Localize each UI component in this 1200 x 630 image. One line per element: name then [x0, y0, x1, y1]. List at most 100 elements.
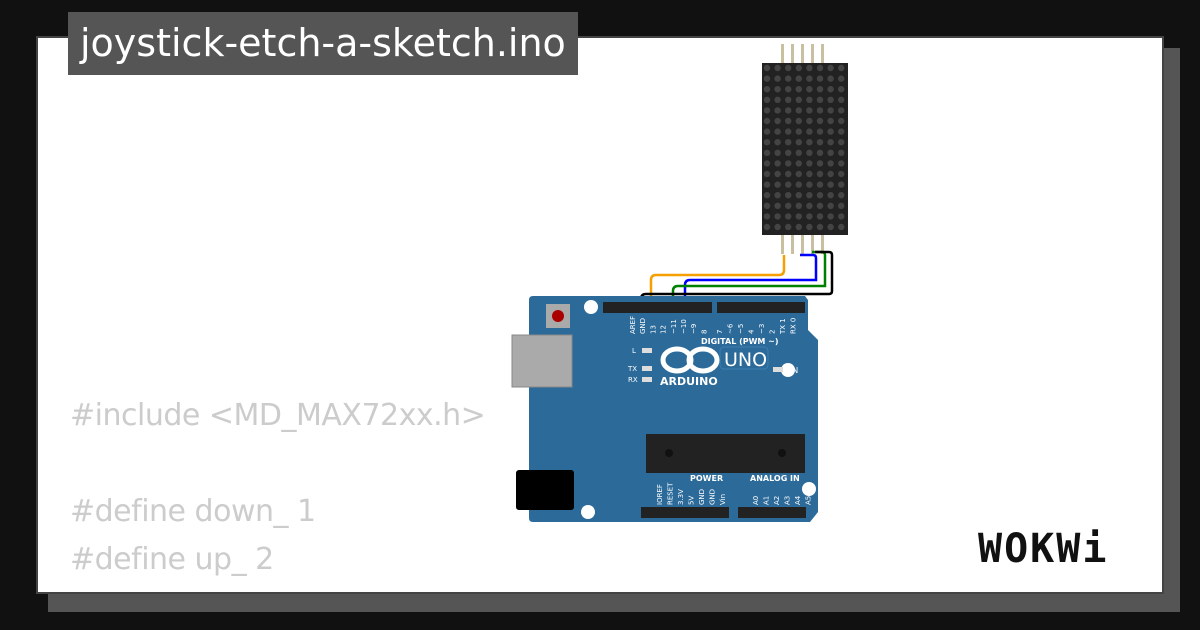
board-model: UNO [724, 349, 767, 371]
matrix-led [774, 192, 781, 199]
matrix-led [785, 96, 792, 104]
matrix-pins [781, 44, 824, 254]
matrix-led [763, 107, 771, 114]
power-pin-label: 5V [688, 496, 696, 505]
matrix-led [763, 149, 771, 156]
matrix-pin[interactable] [791, 234, 794, 254]
matrix-led [806, 202, 813, 209]
matrix-led [763, 96, 771, 104]
matrix-led [838, 181, 845, 188]
matrix-led [806, 139, 813, 146]
matrix-led [785, 75, 792, 82]
wire-blue[interactable] [683, 253, 818, 306]
matrix-led [795, 170, 802, 178]
matrix-led [827, 192, 834, 199]
power-label: POWER [690, 474, 723, 483]
matrix-led [816, 202, 824, 209]
led-label: RX [628, 376, 638, 384]
matrix-pin[interactable] [821, 44, 824, 64]
on-label: ON [786, 366, 798, 375]
analog-pin-label: A3 [784, 496, 792, 505]
matrix-led [763, 64, 771, 72]
matrix-led [827, 107, 834, 114]
matrix-led [795, 192, 802, 199]
matrix-led [774, 128, 781, 135]
project-title: joystick-etch-a-sketch.ino [68, 12, 578, 75]
matrix-led [763, 139, 771, 146]
matrix-pin[interactable] [811, 234, 814, 254]
code-line: #define MAX_DEVICES 2 [70, 584, 485, 592]
matrix-led [838, 213, 845, 220]
matrix-led [774, 181, 781, 188]
matrix-led [816, 149, 824, 156]
matrix-led [795, 213, 802, 220]
wire-orange[interactable] [649, 255, 786, 306]
matrix-led [785, 181, 792, 188]
digital-pin-label: 7 [716, 330, 724, 334]
digital-pin-label: ~9 [690, 324, 698, 334]
matrix-led [816, 181, 824, 188]
matrix-led [774, 96, 781, 104]
matrix-led [827, 213, 834, 220]
matrix-led [763, 75, 771, 82]
code-line: #define down_ 1 [70, 494, 316, 529]
matrix-led [838, 86, 845, 93]
matrix-led [827, 75, 834, 82]
matrix-led [806, 149, 813, 156]
matrix-led [774, 139, 781, 146]
matrix-led [785, 149, 792, 156]
analog-header [738, 507, 806, 518]
matrix-led [827, 170, 834, 178]
matrix-led [795, 139, 802, 146]
matrix-led [785, 139, 792, 146]
matrix-led [806, 96, 813, 104]
matrix-led [838, 170, 845, 178]
matrix-led [827, 139, 834, 146]
power-pin-label: GND [698, 489, 706, 505]
digital-header-left [603, 302, 712, 313]
analog-label: ANALOG IN [750, 474, 800, 483]
matrix-led [838, 160, 845, 167]
matrix-led [774, 149, 781, 156]
matrix-pin[interactable] [811, 44, 814, 64]
matrix-led [827, 64, 834, 72]
wire-black[interactable] [639, 250, 834, 306]
matrix-pin[interactable] [781, 44, 784, 64]
matrix-pin[interactable] [801, 234, 804, 254]
led-label: TX [627, 365, 637, 373]
code-line: #include <MD_MAX72xx.h> [70, 398, 486, 433]
matrix-led [806, 107, 813, 114]
matrix-led [774, 223, 781, 231]
matrix-led [806, 128, 813, 135]
digital-pin-label: 4 [748, 329, 756, 334]
matrix-led [816, 75, 824, 82]
digital-label: DIGITAL (PWM ~) [701, 337, 779, 346]
matrix-led [816, 117, 824, 125]
matrix-led [816, 223, 824, 231]
matrix-pin[interactable] [801, 44, 804, 64]
board-name: ARDUINO [660, 375, 718, 388]
digital-pin-label: 8 [700, 330, 708, 334]
matrix-pin[interactable] [781, 234, 784, 254]
matrix-led [763, 170, 771, 178]
matrix-led [806, 181, 813, 188]
matrix-led [806, 117, 813, 125]
matrix-led [816, 139, 824, 146]
reset-button-cap [552, 310, 564, 322]
power-pin-label: GND [709, 489, 717, 505]
matrix-led [806, 75, 813, 82]
matrix-led [785, 160, 792, 167]
matrix-led [774, 86, 781, 93]
digital-pin-label: ~5 [737, 324, 745, 334]
matrix-led [795, 107, 802, 114]
matrix-led [816, 170, 824, 178]
matrix-led [827, 202, 834, 209]
matrix-led [785, 202, 792, 209]
matrix-pin[interactable] [791, 44, 794, 64]
matrix-pin[interactable] [821, 234, 824, 254]
code-line: #define up_ 2 [70, 542, 274, 577]
matrix-led [763, 117, 771, 125]
matrix-led [763, 86, 771, 93]
power-jack [516, 470, 574, 510]
matrix-led [816, 64, 824, 72]
